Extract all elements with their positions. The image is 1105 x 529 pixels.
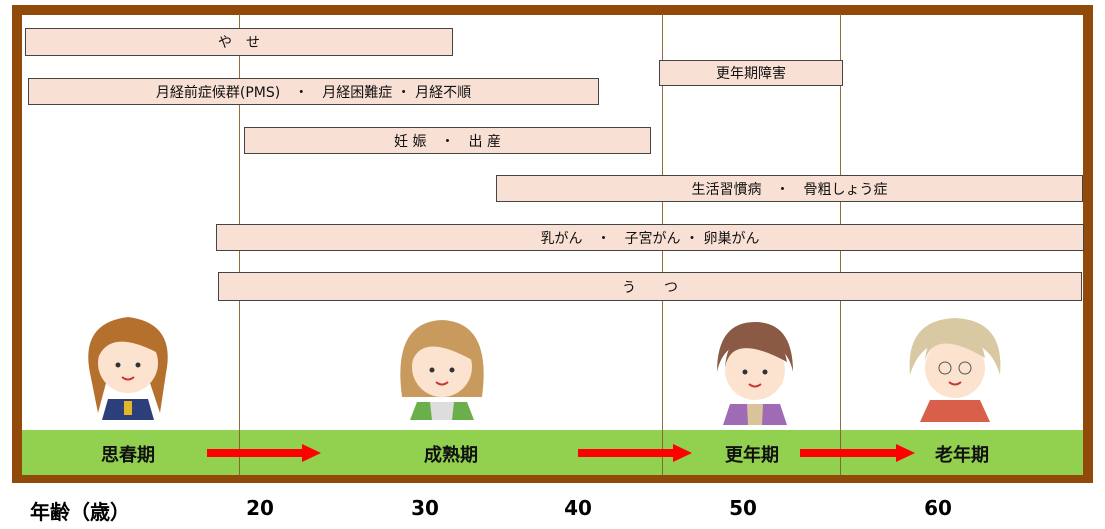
divider-line — [239, 14, 240, 430]
age-tick: 40 — [564, 496, 592, 520]
arrow-right-icon — [578, 444, 692, 462]
bar-pregnancy: 妊 娠 ・ 出 産 — [244, 127, 651, 154]
stage-menopause: 更年期 — [725, 445, 779, 466]
bar-menopause-disorder: 更年期障害 — [659, 60, 843, 86]
age-tick: 60 — [924, 496, 952, 520]
arrow-right-icon — [800, 444, 915, 462]
bar-cancer: 乳がん ・ 子宮がん ・ 卵巣がん — [216, 224, 1084, 251]
avatar-adult — [400, 320, 484, 420]
divider-line — [840, 14, 841, 430]
stage-maturity: 成熟期 — [424, 445, 478, 466]
stage-old-age: 老年期 — [935, 445, 989, 466]
life-stage-band — [22, 430, 1083, 475]
bar-depression: う つ — [218, 272, 1082, 301]
bar-menstrual: 月経前症候群(PMS) ・ 月経困難症 ・ 月経不順 — [28, 78, 599, 105]
age-tick: 50 — [729, 496, 757, 520]
avatar-middle-aged — [717, 322, 793, 425]
bar-lifestyle-disease: 生活習慣病 ・ 骨粗しょう症 — [496, 175, 1083, 202]
bar-underweight: や せ — [25, 28, 453, 56]
age-tick: 20 — [246, 496, 274, 520]
arrow-right-icon — [207, 444, 321, 462]
stage-puberty: 思春期 — [101, 445, 155, 466]
age-axis-label: 年齢（歳） — [30, 500, 130, 524]
age-tick: 30 — [411, 496, 439, 520]
divider-line — [662, 14, 663, 430]
avatar-elderly — [909, 318, 1001, 422]
frame-bottom — [12, 475, 1093, 483]
avatar-adolescent — [88, 317, 168, 420]
